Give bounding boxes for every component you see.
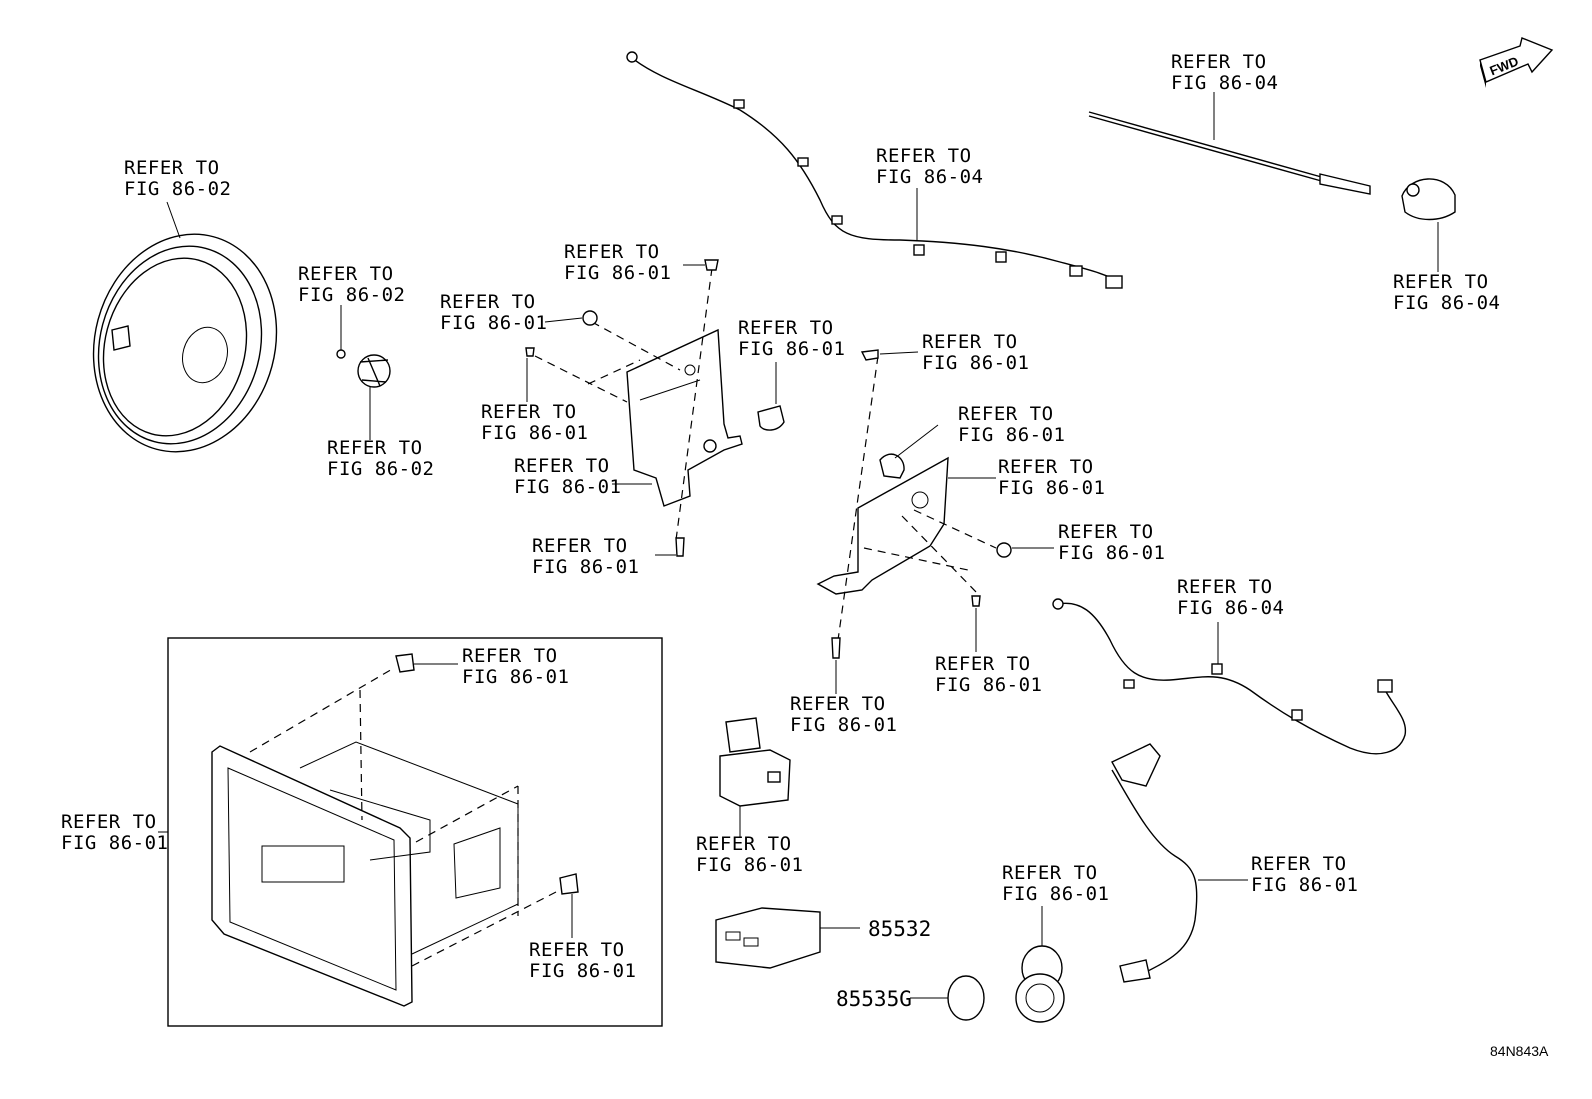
head-unit (211, 653, 579, 1007)
head-unit-frame (158, 637, 663, 1027)
callout-line-2: FIG 86-01 (998, 477, 1106, 499)
callout-speaker-large: REFER TO FIG 86-02 (124, 158, 231, 200)
rod-antenna (1088, 92, 1371, 195)
callout-line-2: FIG 86-04 (1171, 72, 1279, 94)
callout-line-1: REFER TO (958, 403, 1054, 425)
callout-line-2: FIG 86-01 (790, 714, 898, 736)
callout-line-1: REFER TO (1177, 576, 1273, 598)
callout-line-2: FIG 86-01 (462, 666, 570, 688)
callout-line-1: REFER TO (514, 455, 610, 477)
callout-box-clip-top: REFER TO FIG 86-01 (462, 646, 569, 688)
callout-bracket-r-bottom-screw: REFER TO FIG 86-01 (790, 694, 897, 736)
callout-bracket-r-screw: REFER TO FIG 86-01 (935, 654, 1042, 696)
callout-line-1: REFER TO (327, 437, 423, 459)
callout-line-2: FIG 86-01 (922, 352, 1030, 374)
callout-line-1: REFER TO (440, 291, 536, 313)
callout-bracket-l-screw: REFER TO FIG 86-01 (481, 402, 588, 444)
callout-line-1: REFER TO (1171, 51, 1267, 73)
cover (910, 975, 985, 1021)
callout-line-2: FIG 86-04 (1393, 292, 1501, 314)
callout-line-1: REFER TO (532, 535, 628, 557)
tweeter (336, 305, 391, 440)
callout-line-2: FIG 86-01 (738, 338, 846, 360)
callout-box-clip-bottom: REFER TO FIG 86-01 (529, 940, 636, 982)
antenna-base (1401, 178, 1456, 272)
harness-right (1052, 598, 1407, 755)
callout-line-1: REFER TO (529, 939, 625, 961)
callout-line-2: FIG 86-01 (61, 832, 169, 854)
callout-line-2: FIG 86-01 (440, 312, 548, 334)
callout-tweeter: REFER TO FIG 86-02 (327, 438, 434, 480)
callout-line-1: REFER TO (998, 456, 1094, 478)
callout-line-2: FIG 86-01 (481, 422, 589, 444)
callout-line-2: FIG 86-02 (327, 458, 435, 480)
callout-tweeter-screw: REFER TO FIG 86-02 (298, 264, 405, 306)
callout-line-1: REFER TO (124, 157, 220, 179)
callout-bracket-r-nut-top: REFER TO FIG 86-01 (922, 332, 1029, 374)
callout-line-1: REFER TO (922, 331, 1018, 353)
callout-antenna-base: REFER TO FIG 86-04 (1393, 272, 1500, 314)
callout-line-1: REFER TO (1058, 521, 1154, 543)
callout-bracket-l: REFER TO FIG 86-01 (514, 456, 621, 498)
callout-head-unit: REFER TO FIG 86-01 (61, 812, 168, 854)
callout-line-2: FIG 86-01 (1058, 542, 1166, 564)
callout-line-1: REFER TO (481, 401, 577, 423)
callout-relay: REFER TO FIG 86-01 (696, 834, 803, 876)
callout-bracket-l-grommet: REFER TO FIG 86-01 (440, 292, 547, 334)
callout-line-2: FIG 86-01 (532, 556, 640, 578)
usb-port (715, 907, 860, 969)
callout-line-1: REFER TO (790, 693, 886, 715)
callout-rod-antenna: REFER TO FIG 86-04 (1171, 52, 1278, 94)
callout-harness-right: REFER TO FIG 86-04 (1177, 577, 1284, 619)
callout-harness-usb: REFER TO FIG 86-01 (1251, 854, 1358, 896)
figure-id: 84N843A (1490, 1043, 1549, 1059)
callout-line-1: REFER TO (935, 653, 1031, 675)
callout-line-2: FIG 86-01 (958, 424, 1066, 446)
callout-line-1: REFER TO (738, 317, 834, 339)
callout-line-2: FIG 86-02 (298, 284, 406, 306)
callout-line-2: FIG 86-01 (696, 854, 804, 876)
callout-line-1: REFER TO (298, 263, 394, 285)
bracket-right (816, 349, 1054, 694)
part-number-cover: 85535G (836, 987, 912, 1011)
callout-bracket-l-nut-top: REFER TO FIG 86-01 (564, 242, 671, 284)
usb-socket (1015, 906, 1065, 1023)
callout-bracket-l-bottom-screw: REFER TO FIG 86-01 (532, 536, 639, 578)
callout-line-1: REFER TO (462, 645, 558, 667)
callout-line-1: REFER TO (1393, 271, 1489, 293)
callout-line-2: FIG 86-02 (124, 178, 232, 200)
callout-line-2: FIG 86-04 (876, 166, 984, 188)
fwd-arrow-icon: FWD (1479, 37, 1554, 88)
callout-line-2: FIG 86-01 (514, 476, 622, 498)
callout-line-1: REFER TO (564, 241, 660, 263)
speaker-large (92, 201, 278, 453)
harness-top (626, 51, 1123, 289)
callout-usb-socket: REFER TO FIG 86-01 (1002, 863, 1109, 905)
callout-bracket-r-grommet: REFER TO FIG 86-01 (958, 404, 1065, 446)
callout-line-2: FIG 86-01 (529, 960, 637, 982)
callout-line-1: REFER TO (61, 811, 157, 833)
bracket-left (525, 259, 743, 557)
callout-line-1: REFER TO (1251, 853, 1347, 875)
callout-bracket-r: REFER TO FIG 86-01 (998, 457, 1105, 499)
callout-harness-top: REFER TO FIG 86-04 (876, 146, 983, 188)
clip-mid (757, 362, 785, 431)
callout-line-1: REFER TO (696, 833, 792, 855)
callout-line-1: REFER TO (1002, 862, 1098, 884)
callout-clip-mid: REFER TO FIG 86-01 (738, 318, 845, 360)
callout-line-2: FIG 86-04 (1177, 597, 1285, 619)
part-number-usb-port: 85532 (868, 917, 932, 941)
callout-line-2: FIG 86-01 (935, 674, 1043, 696)
callout-line-1: REFER TO (876, 145, 972, 167)
harness-usb (1111, 743, 1248, 983)
callout-line-2: FIG 86-01 (1002, 883, 1110, 905)
callout-line-2: FIG 86-01 (1251, 874, 1359, 896)
callout-bracket-r-bushing: REFER TO FIG 86-01 (1058, 522, 1165, 564)
callout-line-2: FIG 86-01 (564, 262, 672, 284)
relay (719, 717, 791, 838)
